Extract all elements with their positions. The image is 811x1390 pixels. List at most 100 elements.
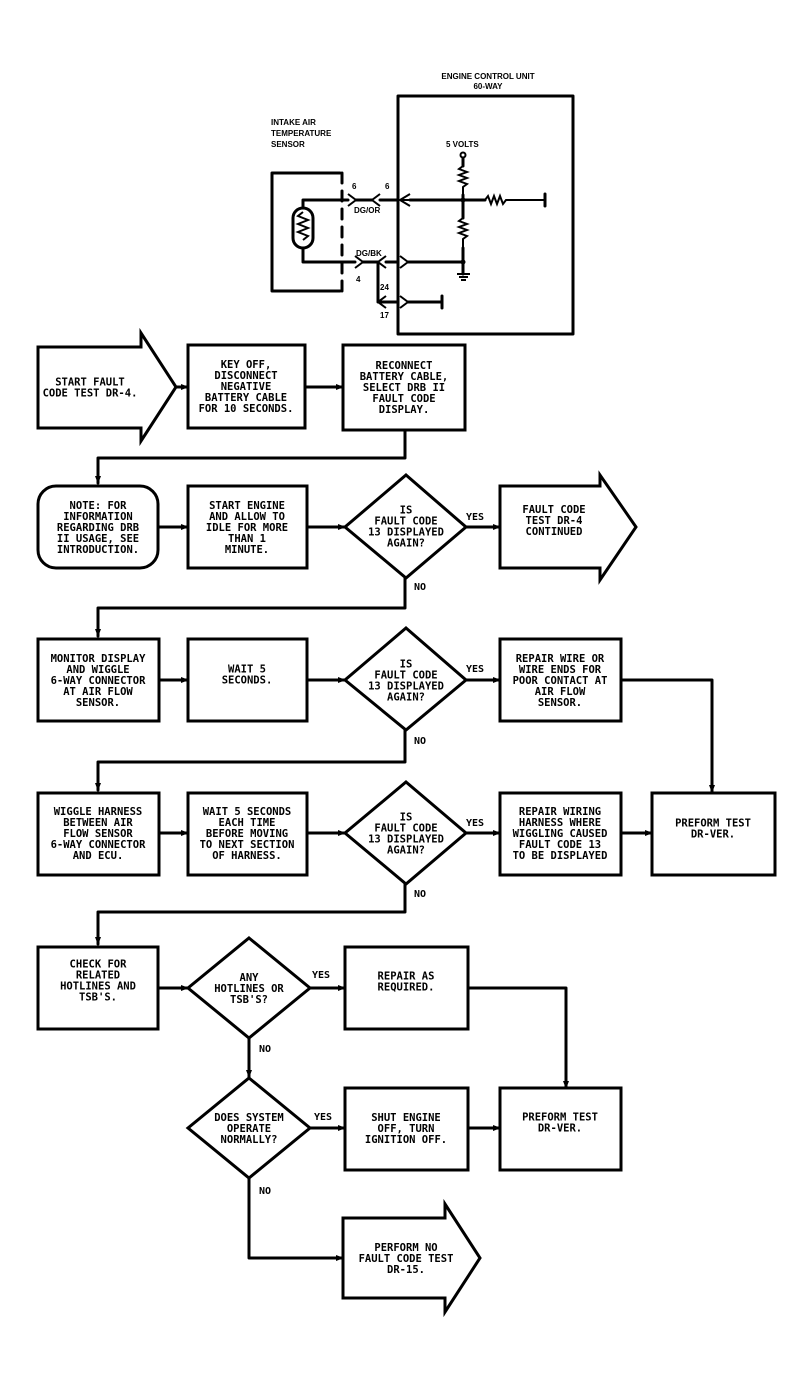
- step-text-line: WAIT 5 SECONDS: [203, 806, 292, 818]
- step-text-line: DR-VER.: [691, 829, 735, 841]
- step-text-line: FAULT CODE: [374, 516, 437, 528]
- step-text-line: REPAIR AS: [378, 971, 435, 983]
- yes-label: YES: [312, 970, 330, 981]
- step-text-line: DISCONNECT: [214, 370, 277, 382]
- step-text-line: FAULT CODE: [372, 393, 435, 405]
- step-text-line: CONTINUED: [526, 526, 583, 538]
- step-text-line: INFORMATION: [63, 511, 133, 523]
- wiring-schematic: ENGINE CONTROL UNIT 60-WAY INTAKE AIR TE…: [270, 72, 575, 336]
- step-text-line: FAULT CODE TEST: [359, 1253, 454, 1265]
- step-text-line: ANY: [240, 972, 260, 984]
- step-text-line: 6-WAY CONNECTOR: [51, 675, 147, 687]
- pin-ecu-17: 17: [380, 311, 389, 320]
- step-text-line: REGARDING DRB: [57, 522, 139, 534]
- step-text-line: RECONNECT: [376, 360, 433, 372]
- note-box: [36, 484, 160, 570]
- step-text-line: DISPLAY.: [379, 404, 430, 416]
- check-hotlines-box: [36, 945, 160, 1031]
- ecu-subtitle: 60-WAY: [473, 82, 503, 91]
- decision-operate-normally: [185, 1076, 313, 1180]
- ecu-box: [396, 94, 575, 336]
- wiggle-harness-box: [36, 791, 161, 877]
- yes-label: YES: [466, 818, 484, 829]
- shut-engine-box: [343, 1086, 470, 1172]
- key-off-box: [186, 343, 307, 430]
- step-text-line: IGNITION OFF.: [365, 1134, 447, 1146]
- step-text-line: FLOW SENSOR: [63, 828, 133, 840]
- yes-label: YES: [466, 512, 484, 523]
- no-label: NO: [259, 1186, 271, 1197]
- step-text-line: TSB'S.: [79, 992, 117, 1004]
- decision-fault-code-1: [342, 473, 469, 580]
- step-text-line: PERFORM NO: [374, 1242, 437, 1254]
- wire-dg-bk: DG/BK: [356, 249, 382, 258]
- step-text-line: MONITOR DISPLAY: [51, 653, 147, 665]
- step-text-line: REPAIR WIRE OR: [516, 653, 605, 665]
- connectors: [95, 384, 715, 1261]
- step-text-line: AIR FLOW: [535, 686, 586, 698]
- sensor-label-2: TEMPERATURE: [271, 129, 332, 138]
- step-text-line: SENSOR.: [76, 697, 120, 709]
- step-text-line: HOTLINES AND: [60, 981, 136, 993]
- step-text-line: WIGGLE HARNESS: [54, 806, 143, 818]
- repair-as-required-box: [343, 945, 470, 1031]
- pin-ecu-24: 24: [380, 283, 389, 292]
- step-text-line: DR-VER.: [538, 1123, 582, 1135]
- ecu-title: ENGINE CONTROL UNIT: [441, 72, 534, 81]
- step-text-line: EACH TIME: [219, 817, 276, 829]
- step-text-line: NEGATIVE: [221, 381, 272, 393]
- decision-fault-code-2: [342, 626, 469, 732]
- no-label: NO: [414, 889, 426, 900]
- no-label: NO: [259, 1044, 271, 1055]
- step-text-line: FAULT CODE: [522, 504, 585, 516]
- step-text-line: 13 DISPLAYED: [368, 527, 444, 539]
- step-text-line: TSB'S?: [230, 994, 268, 1006]
- step-text-line: SECONDS.: [222, 675, 273, 687]
- step-text-line: FAULT CODE 13: [519, 839, 601, 851]
- step-text-line: 13 DISPLAYED: [368, 834, 444, 846]
- repair-wire-box: [498, 637, 623, 723]
- step-text-line: AT AIR FLOW: [63, 686, 133, 698]
- step-text-line: PREFORM TEST: [675, 818, 751, 830]
- branch-labels: YES NO YES NO YES NO YES NO YES NO: [259, 512, 484, 1197]
- start-fault-code-test: [36, 327, 178, 447]
- start-engine-box: [186, 484, 309, 570]
- step-text-line: IS: [400, 659, 413, 671]
- step-text-line: MINUTE.: [225, 544, 269, 556]
- step-text-line: NOTE: FOR: [70, 500, 128, 512]
- sensor-housing: [270, 171, 334, 293]
- step-text-line: AGAIN?: [387, 538, 425, 550]
- step-text-line: FAULT CODE: [374, 670, 437, 682]
- five-volts-label: 5 VOLTS: [446, 140, 479, 149]
- step-text-line: IDLE FOR MORE: [206, 522, 288, 534]
- step-text-line: KEY OFF,: [221, 359, 272, 371]
- step-text-line: DOES SYSTEM: [214, 1112, 284, 1124]
- pullup-resistor: [456, 165, 470, 195]
- wait-5-seconds-box: [186, 637, 309, 723]
- step-text-line: HOTLINES OR: [214, 983, 284, 995]
- step-text-line: 6-WAY CONNECTOR: [51, 839, 147, 851]
- step-text-line: AND ECU.: [73, 850, 124, 862]
- sensor-label-1: INTAKE AIR: [271, 118, 316, 127]
- no-label: NO: [414, 582, 426, 593]
- step-text-line: CODE TEST DR-4.: [43, 388, 138, 400]
- wait-each-time-box: [186, 791, 309, 877]
- step-text-line: TEST DR-4: [526, 515, 583, 527]
